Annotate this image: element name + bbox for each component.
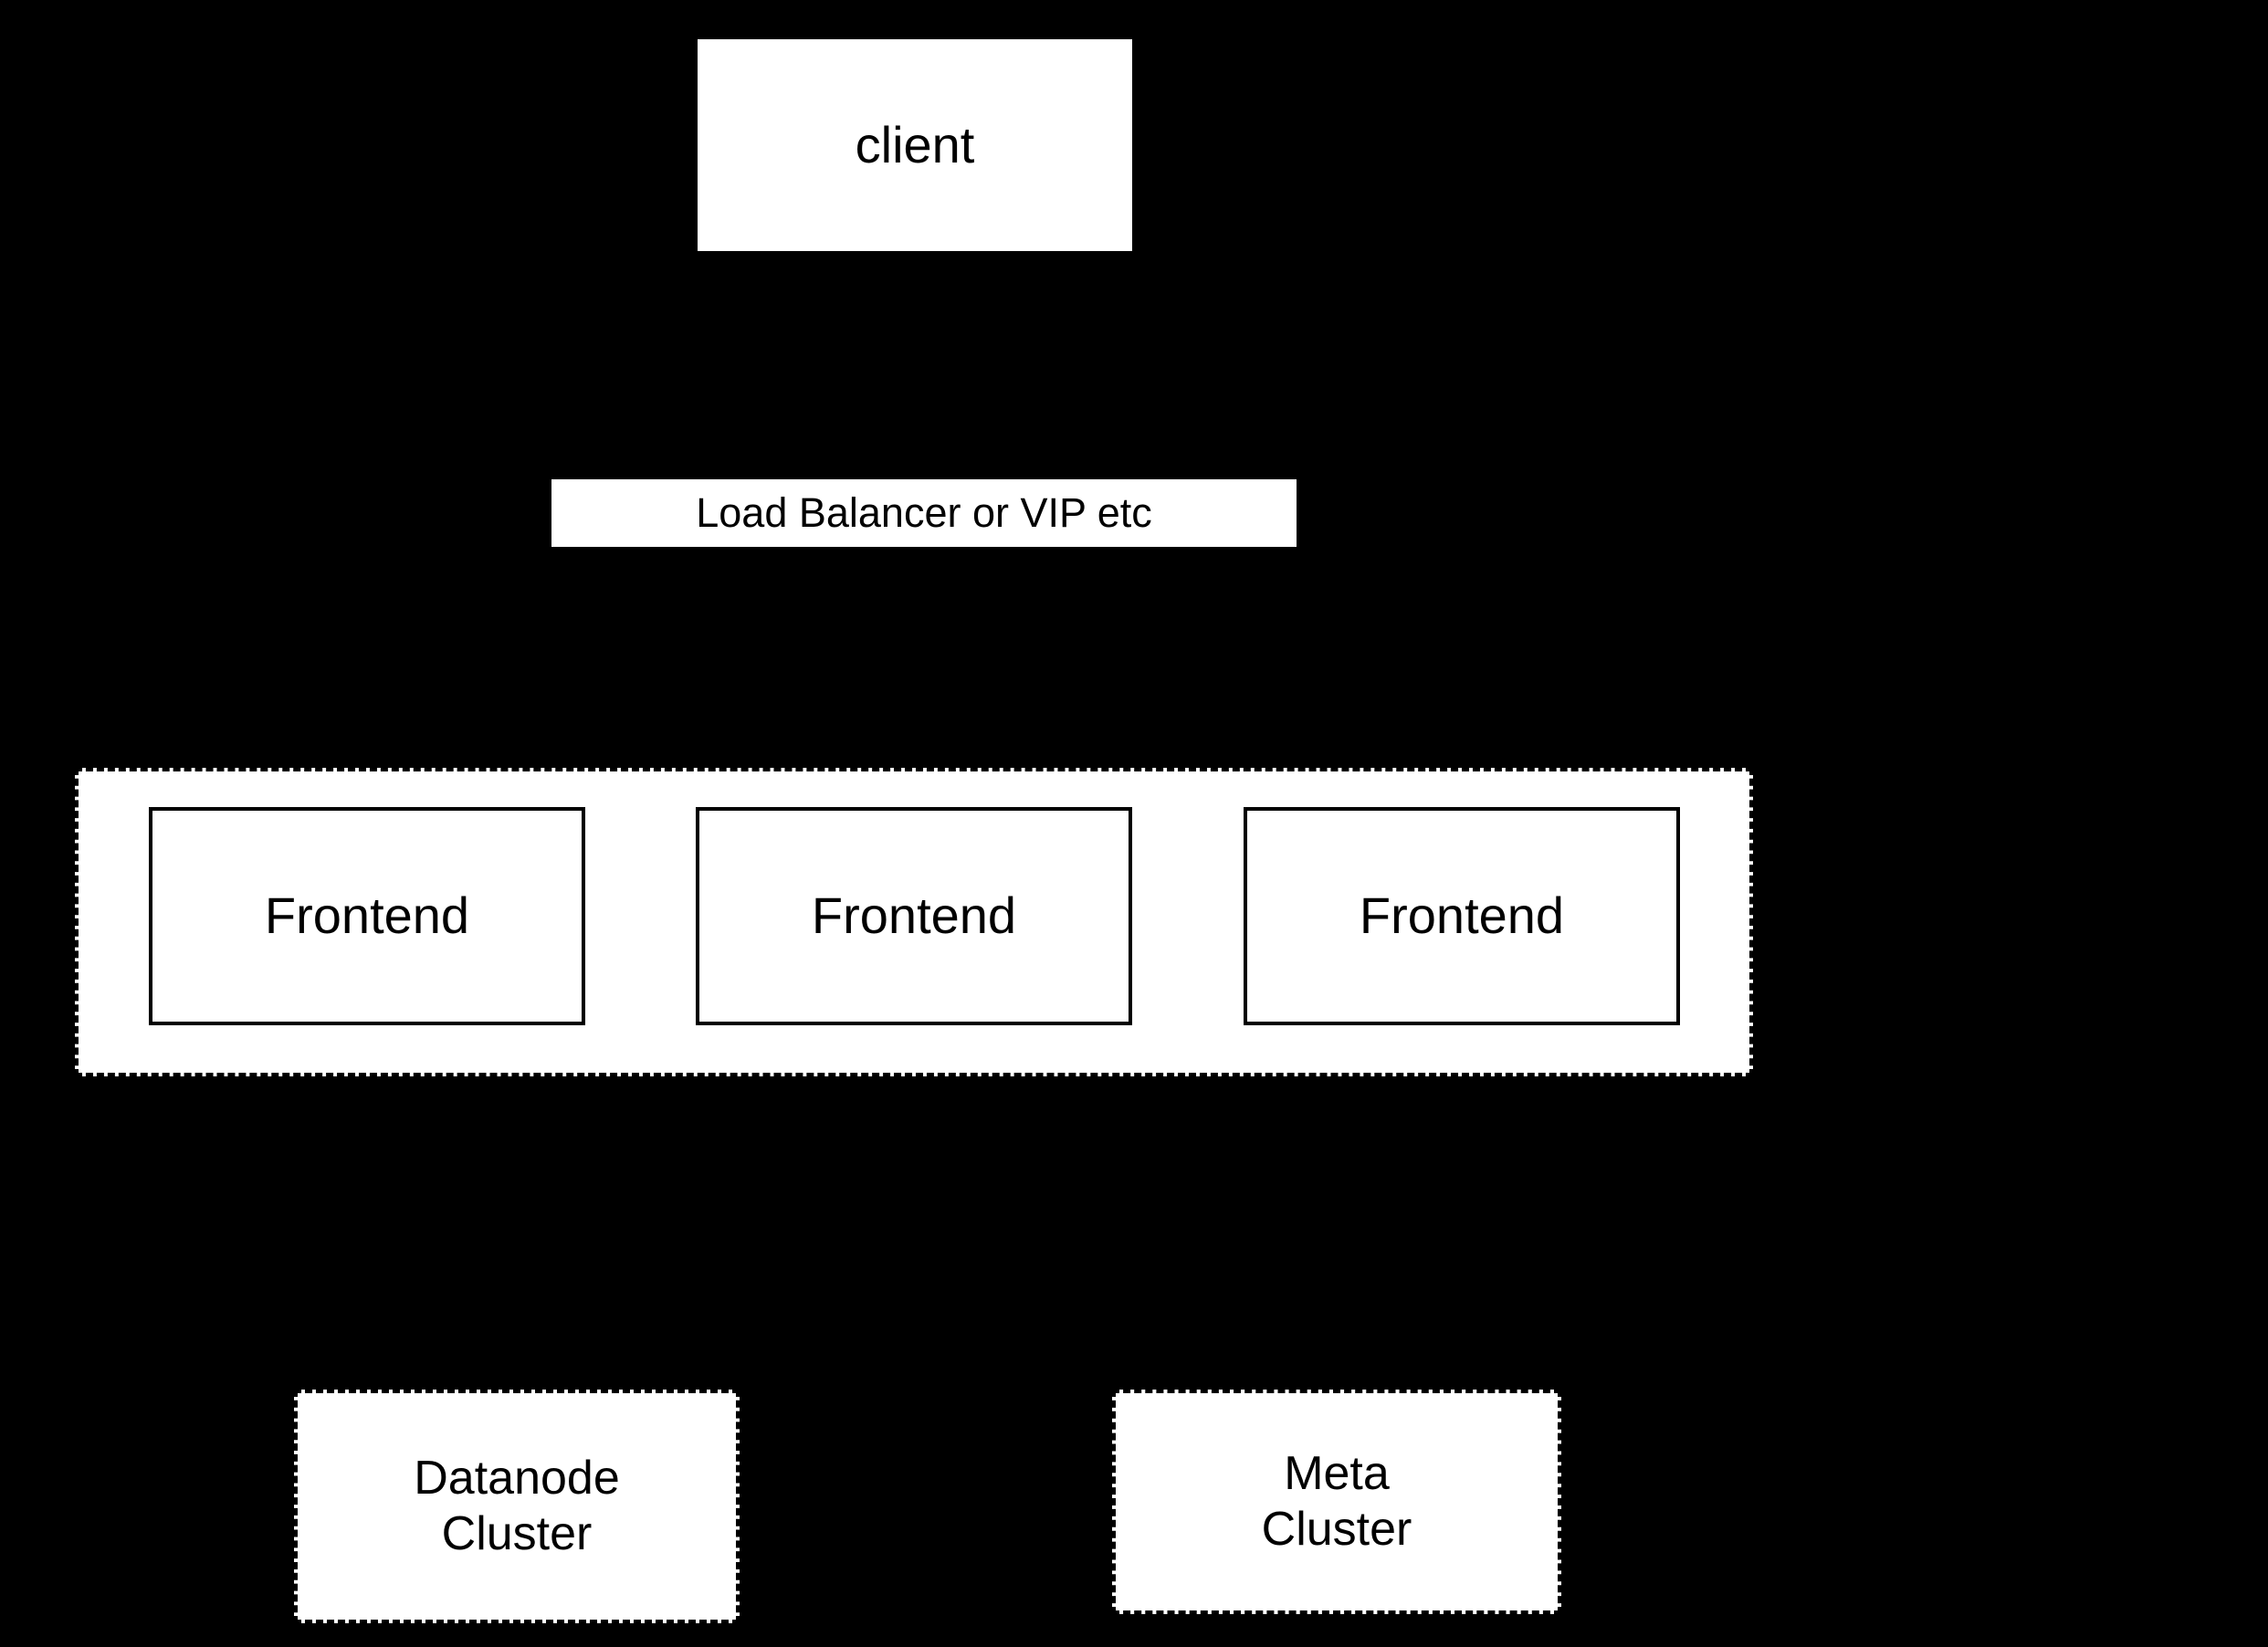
frontend-node-2-label: Frontend xyxy=(811,886,1017,945)
client-node[interactable]: client xyxy=(698,39,1132,251)
load-balancer-node[interactable]: Load Balancer or VIP etc xyxy=(551,479,1297,547)
frontend-node-3-label: Frontend xyxy=(1359,886,1565,945)
load-balancer-node-label: Load Balancer or VIP etc xyxy=(696,489,1152,537)
meta-cluster-node[interactable]: Meta Cluster xyxy=(1112,1390,1561,1614)
client-node-label: client xyxy=(855,115,975,173)
frontend-node-1[interactable]: Frontend xyxy=(149,807,585,1025)
frontend-node-3[interactable]: Frontend xyxy=(1244,807,1680,1025)
frontend-node-1-label: Frontend xyxy=(264,886,470,945)
frontend-node-2[interactable]: Frontend xyxy=(696,807,1132,1025)
frontend-cluster-group[interactable]: Frontend Frontend Frontend xyxy=(75,768,1753,1076)
meta-cluster-node-label: Meta Cluster xyxy=(1261,1446,1412,1556)
datanode-cluster-node[interactable]: Datanode Cluster xyxy=(294,1390,740,1623)
datanode-cluster-node-label: Datanode Cluster xyxy=(414,1451,620,1560)
